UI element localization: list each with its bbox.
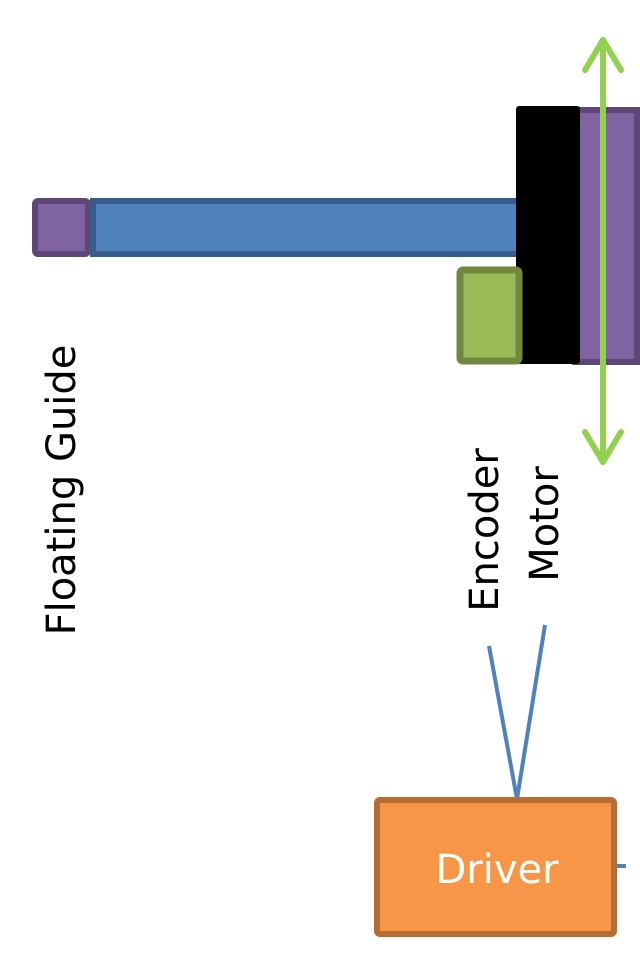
motion-arrow [582,37,624,465]
encoder-label: Encoder [462,448,508,612]
guide-bar [90,198,523,257]
driver-label: Driver [435,847,559,893]
motor-body [516,106,580,364]
guide-end-block [32,198,91,257]
encoder-block [456,266,523,365]
motor-label: Motor [522,466,568,582]
driver-box [374,797,617,937]
floating-guide-label: Floating Guide [39,345,85,636]
